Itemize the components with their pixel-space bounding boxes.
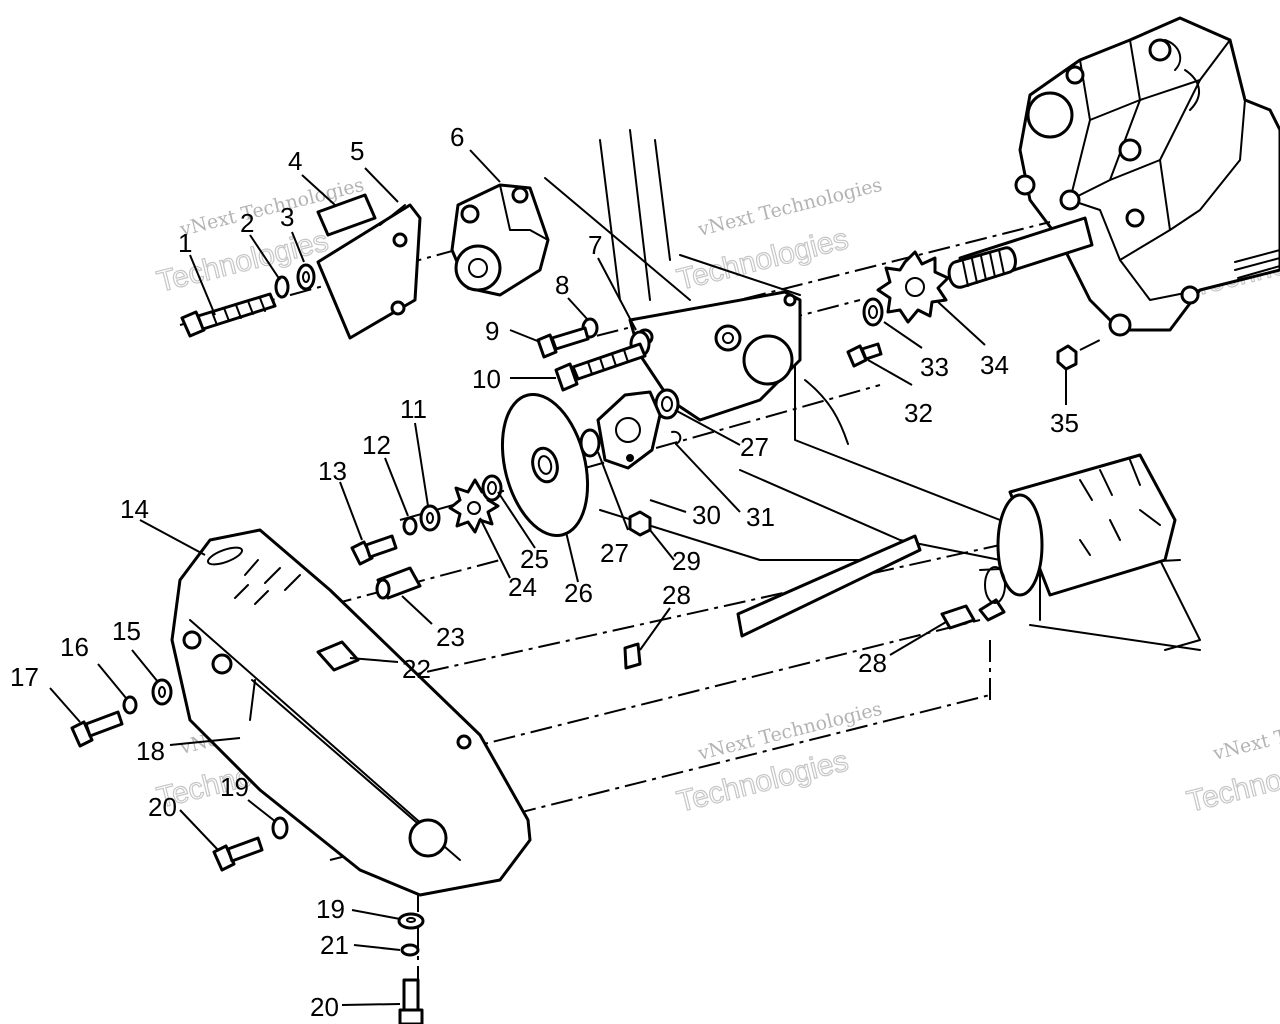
part-13-bolt (350, 534, 398, 566)
part-9-bolt (536, 326, 590, 359)
part-1-bolt (180, 292, 277, 338)
part-15-washer (151, 678, 173, 706)
callout-29: 29 (672, 546, 701, 576)
part-10-bolt (554, 342, 647, 392)
part-31-clip (671, 430, 682, 445)
part-23-spacer (375, 566, 422, 600)
callout-27-upper: 27 (740, 432, 769, 462)
callout-4: 4 (288, 146, 302, 176)
part-12-lock-washer (402, 516, 418, 536)
part-28-clip (623, 642, 642, 670)
callout-16: 16 (60, 632, 89, 662)
part-33-washer (862, 297, 884, 327)
watermark-text: vNext Technologies (695, 174, 884, 241)
watermark-text: vNext Technologies (695, 698, 884, 765)
part-21-lock-washer (400, 943, 420, 957)
part-19-washer (271, 816, 289, 840)
callout-1: 1 (178, 228, 192, 258)
watermark-text: vNext Technologies (1210, 698, 1280, 765)
part-22-label (316, 640, 360, 672)
callout-9: 9 (485, 316, 499, 346)
part-16-lock-washer (122, 695, 138, 715)
part-20-bolt-lower (398, 978, 424, 1024)
part-34-sprocket (876, 250, 950, 324)
callout-34: 34 (980, 350, 1009, 380)
callout-24: 24 (508, 572, 537, 602)
part-26-disc (500, 392, 590, 538)
callout-10: 10 (472, 364, 501, 394)
callout-11: 11 (400, 394, 427, 424)
callout-27: 27 (600, 538, 629, 568)
callout-18: 18 (136, 736, 165, 766)
callout-12: 12 (362, 430, 391, 460)
tapered-arm (736, 534, 922, 638)
part-29-nut (628, 510, 652, 537)
callout-22: 22 (402, 654, 431, 684)
part-19-washer-lower (397, 912, 425, 930)
callout-28: 28 (662, 580, 691, 610)
part-3-washer (296, 263, 316, 291)
part-20-bolt (212, 836, 264, 872)
output-shaft (947, 216, 1280, 289)
part-17-bolt (70, 710, 124, 748)
callout-31: 31 (746, 502, 775, 532)
part-27-bearing (579, 428, 601, 458)
callout-2: 2 (240, 208, 254, 238)
part-6-housing (450, 183, 550, 297)
mounting-plate (628, 290, 802, 422)
callout-32: 32 (904, 398, 933, 428)
callout-20-lower: 20 (310, 992, 339, 1022)
part-14-chain-guard (170, 528, 532, 897)
part-11-washer (419, 504, 441, 532)
callout-20: 20 (148, 792, 177, 822)
callout-23: 23 (436, 622, 465, 652)
part-25-snap-ring (481, 474, 503, 502)
callout-3: 3 (280, 202, 294, 232)
callout-19: 19 (220, 772, 249, 802)
callout-35: 35 (1050, 408, 1079, 438)
callout-7: 7 (588, 230, 602, 260)
callout-6: 6 (450, 122, 464, 152)
callout-8: 8 (555, 270, 569, 300)
part-2-lock-washer (274, 275, 290, 299)
leader-lines (49, 149, 1067, 1006)
callout-15: 15 (112, 616, 141, 646)
callout-28-lower: 28 (858, 648, 887, 678)
callout-25: 25 (520, 544, 549, 574)
callout-labels: 1 2 3 4 5 6 7 8 9 10 11 12 13 14 15 16 1… (10, 122, 1079, 1022)
heat-shield (984, 453, 1177, 604)
callout-26: 26 (564, 578, 593, 608)
callout-13: 13 (318, 456, 347, 486)
part-5-bracket (316, 203, 422, 340)
callout-21: 21 (320, 930, 349, 960)
part-28-clip-lower (940, 598, 1006, 630)
part-32-bolt (846, 342, 883, 368)
part-4-label (316, 193, 377, 237)
gearbox-housing (1014, 16, 1280, 337)
callout-19-lower: 19 (316, 894, 345, 924)
callout-14: 14 (120, 494, 149, 524)
callout-33: 33 (920, 352, 949, 382)
callout-5: 5 (350, 136, 364, 166)
callout-17: 17 (10, 662, 39, 692)
part-30-flange (596, 390, 662, 470)
part-35-nut (1056, 344, 1078, 371)
callout-30: 30 (692, 500, 721, 530)
